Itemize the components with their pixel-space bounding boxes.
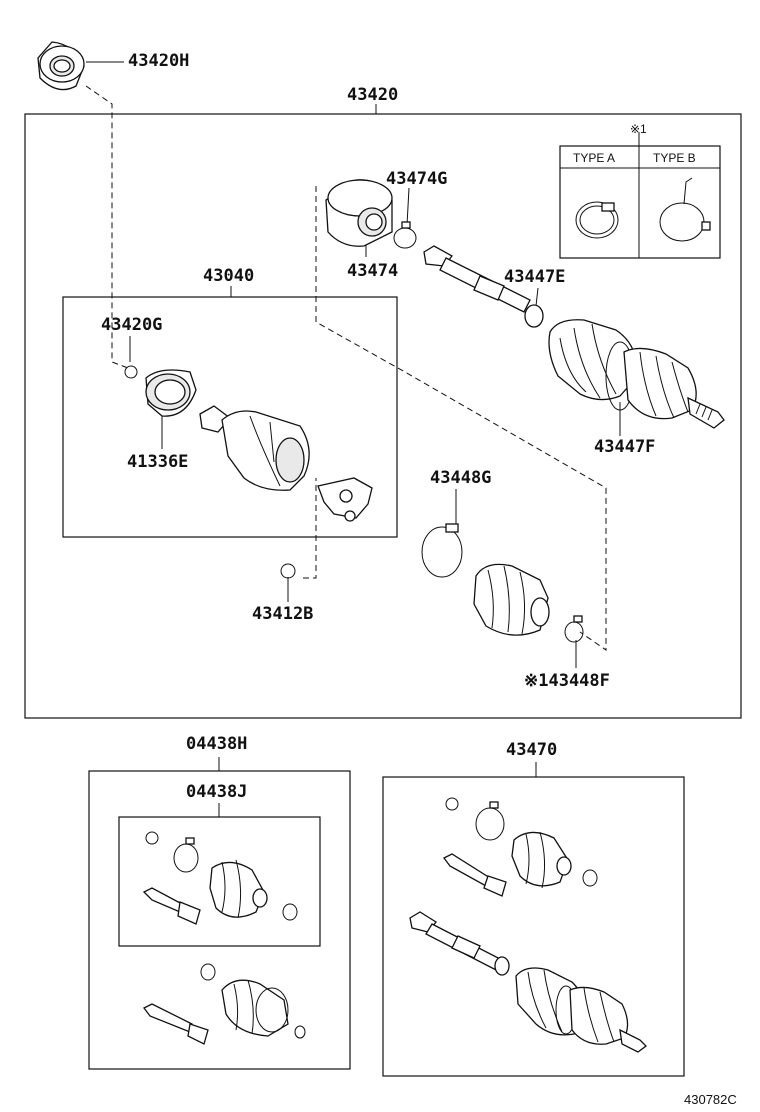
bearing-43420H-icon	[37, 41, 85, 91]
label-43447F: 43447F	[594, 437, 655, 457]
label-04438H: 04438H	[186, 734, 247, 754]
diagram-id: 430782C	[684, 1092, 737, 1107]
label-43448F: ※143448F	[524, 671, 610, 691]
label-43470: 43470	[506, 740, 557, 760]
snap-ring-43412B-icon	[280, 563, 296, 579]
label-43448G: 43448G	[430, 468, 491, 488]
inboard-joint-43040-icon	[199, 405, 373, 522]
frame-43420	[24, 113, 742, 719]
label-04438J: 04438J	[186, 782, 247, 802]
type-note: ※1	[630, 122, 647, 136]
clamp-type-b-icon	[659, 177, 711, 242]
label-43412B: 43412B	[252, 604, 313, 624]
type-a-label: TYPE A	[573, 151, 615, 165]
label-43447E: 43447E	[504, 267, 565, 287]
clamp-43448G-icon	[421, 523, 463, 578]
clamp-type-a-icon	[575, 201, 619, 239]
label-43474G: 43474G	[386, 169, 447, 189]
kit-04438J-icon	[142, 831, 298, 925]
boot-inboard-icon	[473, 563, 550, 636]
drive-shaft-outboard-icon	[423, 245, 725, 429]
label-43420G: 43420G	[101, 315, 162, 335]
kit-43470-icon	[409, 797, 647, 1053]
bearing-43474-icon	[325, 179, 393, 247]
snap-ring-43420G-icon	[124, 365, 138, 379]
leader-lines	[86, 61, 621, 817]
frame-43470	[382, 776, 685, 1077]
dashed-assembly-lines	[85, 85, 607, 651]
label-41336E: 41336E	[127, 452, 188, 472]
clamp-43448F-icon	[564, 615, 584, 643]
dust-cover-41336E-icon	[145, 369, 197, 417]
label-43420H: 43420H	[128, 51, 189, 71]
type-box: ※1 TYPE A TYPE B	[559, 122, 721, 259]
label-43474: 43474	[347, 261, 398, 281]
clip-43474G-icon	[393, 221, 417, 249]
label-43420: 43420	[347, 85, 398, 105]
frame-43040	[62, 296, 398, 538]
label-43040: 43040	[203, 266, 254, 286]
kit-04438H-icon	[143, 963, 306, 1045]
type-b-label: TYPE B	[653, 151, 696, 165]
